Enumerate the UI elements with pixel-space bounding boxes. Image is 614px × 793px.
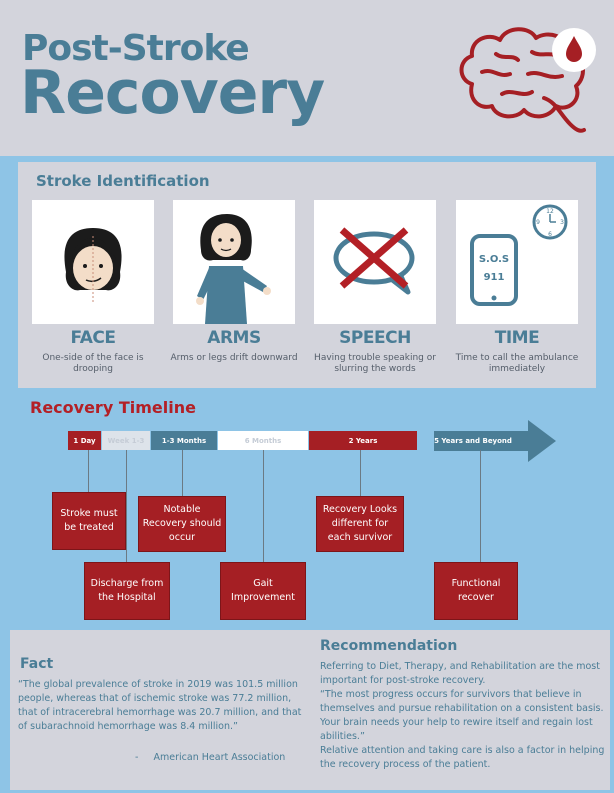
event-recovery-different: Recovery Looks different for each surviv… xyxy=(316,496,404,552)
recommendation-text: Referring to Diet, Therapy, and Rehabili… xyxy=(320,661,605,770)
face-label: FACE xyxy=(70,328,116,348)
page-title-line2: Recovery xyxy=(20,58,325,128)
page-title-line1: Post-Stroke xyxy=(22,28,250,69)
event-notable-recovery: Notable Recovery should occur xyxy=(138,496,226,552)
phone-911-text: 911 xyxy=(484,272,505,283)
recovery-timeline-title: Recovery Timeline xyxy=(30,398,196,417)
arms-desc: Arms or legs drift downward xyxy=(170,353,298,363)
timeline-segment-2-years: 2 Years xyxy=(309,431,417,450)
fact-text: “The global prevalence of stroke in 2019… xyxy=(18,679,302,732)
bottom-panel: Fact “The global prevalence of stroke in… xyxy=(10,630,610,790)
fact-title: Fact xyxy=(20,656,54,672)
timeline-arrow xyxy=(434,420,556,462)
timeline-segment-1-3-months: 1-3 Months xyxy=(151,431,217,450)
speech-desc: Having trouble speaking or slurring the … xyxy=(314,353,436,374)
timeline-connector xyxy=(480,450,481,562)
event-stroke-treated: Stroke must be treated xyxy=(52,492,126,550)
clock-12: 12 xyxy=(546,208,554,215)
timeline-segment-6-months: 6 Months xyxy=(218,431,308,450)
speech-label: SPEECH xyxy=(339,328,411,348)
event-functional-recover: Functional recover xyxy=(434,562,518,620)
clock-9: 9 xyxy=(536,219,540,226)
timeline-segment-week-1-3: Week 1-3 xyxy=(102,431,150,450)
face-card xyxy=(32,200,154,324)
time-label: TIME xyxy=(494,328,540,348)
speech-card xyxy=(314,200,436,324)
phone-sos-text: S.O.S xyxy=(479,254,509,265)
clock-6: 6 xyxy=(548,231,552,238)
time-desc: Time to call the ambulance immediately xyxy=(455,353,579,374)
header: Post-Stroke Recovery xyxy=(0,0,614,156)
stroke-identification-panel: Stroke Identification FACE One-side of t… xyxy=(18,162,596,388)
timeline-connector xyxy=(263,450,264,562)
time-card: S.O.S 911 12 3 6 9 xyxy=(456,200,578,324)
event-gait-improvement: Gait Improvement xyxy=(220,562,306,620)
timeline-connector xyxy=(182,450,183,496)
timeline-segment-1-day: 1 Day xyxy=(68,431,101,450)
timeline-connector xyxy=(360,450,361,496)
timeline-segment-5-years: 5 Years and Beyond xyxy=(434,436,512,445)
clock-3: 3 xyxy=(560,219,564,226)
arms-icon xyxy=(196,214,271,324)
recommendation-title: Recommendation xyxy=(320,638,458,654)
brain-icon xyxy=(459,27,596,133)
stroke-identification-title: Stroke Identification xyxy=(36,172,210,190)
event-discharge: Discharge from the Hospital xyxy=(84,562,170,620)
face-desc: One-side of the face is drooping xyxy=(42,353,144,374)
timeline-connector xyxy=(126,450,127,562)
arms-card xyxy=(173,200,295,324)
phone-clock-icon: S.O.S 911 12 3 6 9 xyxy=(470,204,568,306)
speech-bubble-icon xyxy=(333,227,415,295)
arms-label: ARMS xyxy=(207,328,261,348)
timeline-connector xyxy=(88,450,89,492)
fact-source: - American Heart Association xyxy=(135,752,286,763)
face-icon xyxy=(64,228,122,304)
